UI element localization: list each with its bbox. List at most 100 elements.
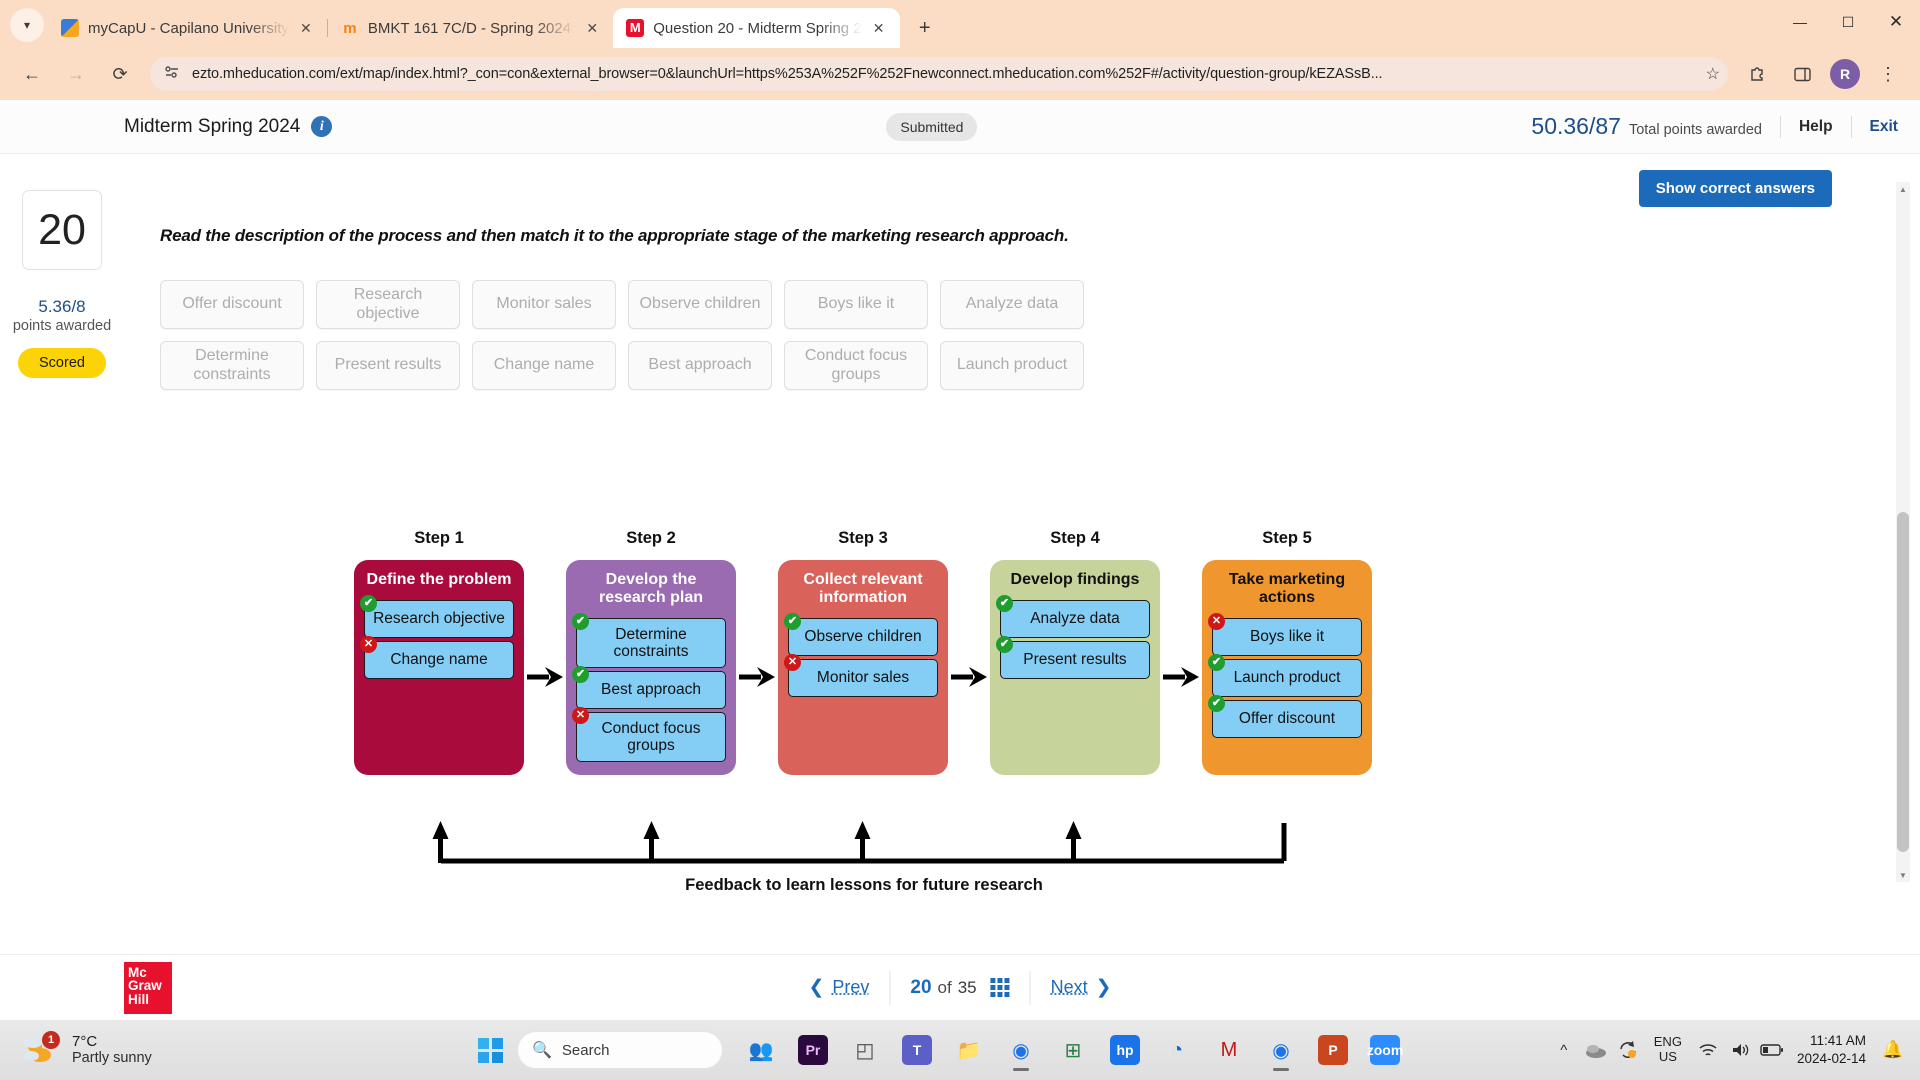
volume-icon[interactable] <box>1725 1030 1755 1070</box>
back-icon[interactable]: ← <box>23 63 41 84</box>
powerpoint-icon[interactable]: P <box>1311 1028 1355 1072</box>
bank-chip[interactable]: Observe children <box>628 280 772 329</box>
widgets-icon[interactable]: 👥 <box>739 1028 783 1072</box>
scroll-down-icon[interactable]: ▼ <box>1896 868 1910 882</box>
moodle-icon: m <box>343 19 357 37</box>
wifi-icon[interactable] <box>1693 1030 1723 1070</box>
browser-tab-bmkt161[interactable]: m BMKT 161 7C/D - Spring 2024: ✕ <box>328 8 613 48</box>
scroll-up-icon[interactable]: ▲ <box>1896 182 1910 196</box>
bank-chip[interactable]: Present results <box>316 341 460 390</box>
window-close-button[interactable]: ✕ <box>1888 12 1904 31</box>
bank-chip[interactable]: Change name <box>472 341 616 390</box>
bank-chip[interactable]: Analyze data <box>940 280 1084 329</box>
site-settings-icon[interactable] <box>164 64 182 85</box>
calculator-icon[interactable]: ⊞ <box>1051 1028 1095 1072</box>
file-explorer-icon[interactable]: 📁 <box>947 1028 991 1072</box>
browser-tab-mycapu[interactable]: myCapU - Capilano University ✕ <box>48 8 327 48</box>
myhp-icon[interactable]: hp <box>1103 1028 1147 1072</box>
bank-chip[interactable]: Boys like it <box>784 280 928 329</box>
dropped-answer-chip[interactable]: ✔Analyze data <box>996 594 1150 638</box>
flow-arrow-icon <box>1160 569 1202 784</box>
close-icon[interactable]: ✕ <box>586 19 599 36</box>
address-bar[interactable]: ezto.mheducation.com/ext/map/index.html?… <box>150 57 1728 91</box>
bank-chip[interactable]: Offer discount <box>160 280 304 329</box>
dropped-answer-chip[interactable]: ✔Offer discount <box>1208 694 1362 738</box>
maximize-button[interactable]: ☐ <box>1841 13 1855 30</box>
exit-link[interactable]: Exit <box>1869 117 1898 135</box>
new-tab-button[interactable]: + <box>918 16 931 39</box>
feedback-caption: Feedback to learn lessons for future res… <box>685 876 1043 894</box>
bank-chip[interactable]: Best approach <box>628 341 772 390</box>
sync-icon[interactable] <box>1613 1030 1643 1070</box>
bank-chip[interactable]: Launch product <box>940 341 1084 390</box>
side-panel-icon[interactable] <box>1787 59 1817 89</box>
help-link[interactable]: Help <box>1798 117 1833 135</box>
app-glyph: ◰ <box>855 1039 875 1062</box>
tab-divider <box>326 19 328 37</box>
bank-chip[interactable]: Research objective <box>316 280 460 329</box>
search-placeholder: Search <box>561 1041 610 1059</box>
dropped-answer-chip[interactable]: ✕Conduct focus groups <box>572 706 726 762</box>
pagination: ❮ Prev 20 of 35 Next ❯ <box>780 970 1140 1005</box>
zoom-icon[interactable]: zoom <box>1363 1028 1407 1072</box>
dropped-answer-chip[interactable]: ✔Best approach <box>572 665 726 709</box>
bank-chip[interactable]: Determine constraints <box>160 341 304 390</box>
bank-chip[interactable]: Conduct focus groups <box>784 341 928 390</box>
incorrect-cross-icon: ✕ <box>1208 612 1225 630</box>
dropped-answer-chip[interactable]: ✕Change name <box>360 635 514 679</box>
divider <box>1850 115 1852 138</box>
dropped-answer-chip[interactable]: ✔Present results <box>996 635 1150 679</box>
incorrect-cross-icon: ✕ <box>784 653 801 671</box>
task-view-icon[interactable]: ◰ <box>843 1028 887 1072</box>
app-glyph: zoom <box>1367 1035 1403 1065</box>
scrollbar[interactable]: ▲ ▼ <box>1896 182 1910 882</box>
dropped-answer-label: Present results <box>1023 651 1127 669</box>
language-indicator[interactable]: ENG US <box>1645 1034 1691 1065</box>
onedrive-icon[interactable] <box>1581 1030 1611 1070</box>
close-icon[interactable]: ✕ <box>872 19 885 36</box>
show-hidden-icons-icon[interactable]: ^ <box>1560 1041 1568 1059</box>
dropped-answer-chip[interactable]: ✔Research objective <box>360 594 514 638</box>
chrome-active-icon[interactable]: ◉ <box>1259 1028 1303 1072</box>
minimize-button[interactable]: — <box>1793 14 1807 30</box>
correct-check-icon: ✔ <box>784 612 801 630</box>
system-tray: ^ ENG US 11:41 AM 2024-02-14 🔔 <box>1549 1030 1908 1070</box>
star-outline-icon[interactable]: ☆ <box>1705 66 1720 83</box>
windows-start-icon[interactable] <box>478 1037 503 1063</box>
reload-icon[interactable]: ⟳ <box>112 63 128 84</box>
clock[interactable]: 11:41 AM 2024-02-14 <box>1789 1032 1876 1067</box>
bell-icon[interactable]: 🔔 <box>1882 1040 1904 1059</box>
battery-icon[interactable] <box>1757 1030 1787 1070</box>
scrollbar-thumb[interactable] <box>1897 512 1909 852</box>
show-correct-answers-button[interactable]: Show correct answers <box>1638 170 1832 207</box>
outlook-icon[interactable]: ◔ <box>1155 1028 1199 1072</box>
grid-icon[interactable] <box>990 978 1010 997</box>
divider <box>1029 970 1031 1005</box>
bank-chip[interactable]: Monitor sales <box>472 280 616 329</box>
browser-tab-question-20[interactable]: M Question 20 - Midterm Spring 2 ✕ <box>613 8 900 48</box>
prev-button[interactable]: ❮ Prev <box>780 971 889 1005</box>
forward-icon[interactable]: → <box>67 63 85 84</box>
search-input[interactable]: 🔍 Search <box>517 1031 723 1069</box>
google-chrome-icon[interactable]: ◉ <box>999 1028 1043 1072</box>
puzzle-icon[interactable] <box>1743 59 1773 89</box>
dropped-answer-chip[interactable]: ✔Observe children <box>784 612 938 656</box>
premiere-pro-icon[interactable]: Pr <box>791 1028 835 1072</box>
kebab-menu-icon[interactable]: ⋮ <box>1879 63 1897 84</box>
weather-widget[interactable]: 1 7°C Partly sunny <box>0 1030 152 1068</box>
microsoft-teams-icon[interactable]: T <box>895 1028 939 1072</box>
dropped-answer-chip[interactable]: ✔Determine constraints <box>572 612 726 668</box>
avatar[interactable]: R <box>1830 59 1860 89</box>
mcafee-icon[interactable]: M <box>1207 1028 1251 1072</box>
dropped-answer-chip[interactable]: ✕Boys like it <box>1208 612 1362 656</box>
answer-bank-row: Determine constraints Present results Ch… <box>160 341 1880 390</box>
dropped-answer-label: Analyze data <box>1030 610 1120 628</box>
next-button[interactable]: Next ❯ <box>1031 971 1140 1005</box>
close-icon[interactable]: ✕ <box>300 19 312 36</box>
info-icon[interactable]: i <box>311 116 333 137</box>
dropped-answer-chip[interactable]: ✔Launch product <box>1208 653 1362 697</box>
dropped-answer-chip[interactable]: ✕Monitor sales <box>784 653 938 697</box>
tab-search-chevron-down-icon[interactable]: ▾ <box>10 8 44 42</box>
incorrect-cross-icon: ✕ <box>572 706 589 724</box>
